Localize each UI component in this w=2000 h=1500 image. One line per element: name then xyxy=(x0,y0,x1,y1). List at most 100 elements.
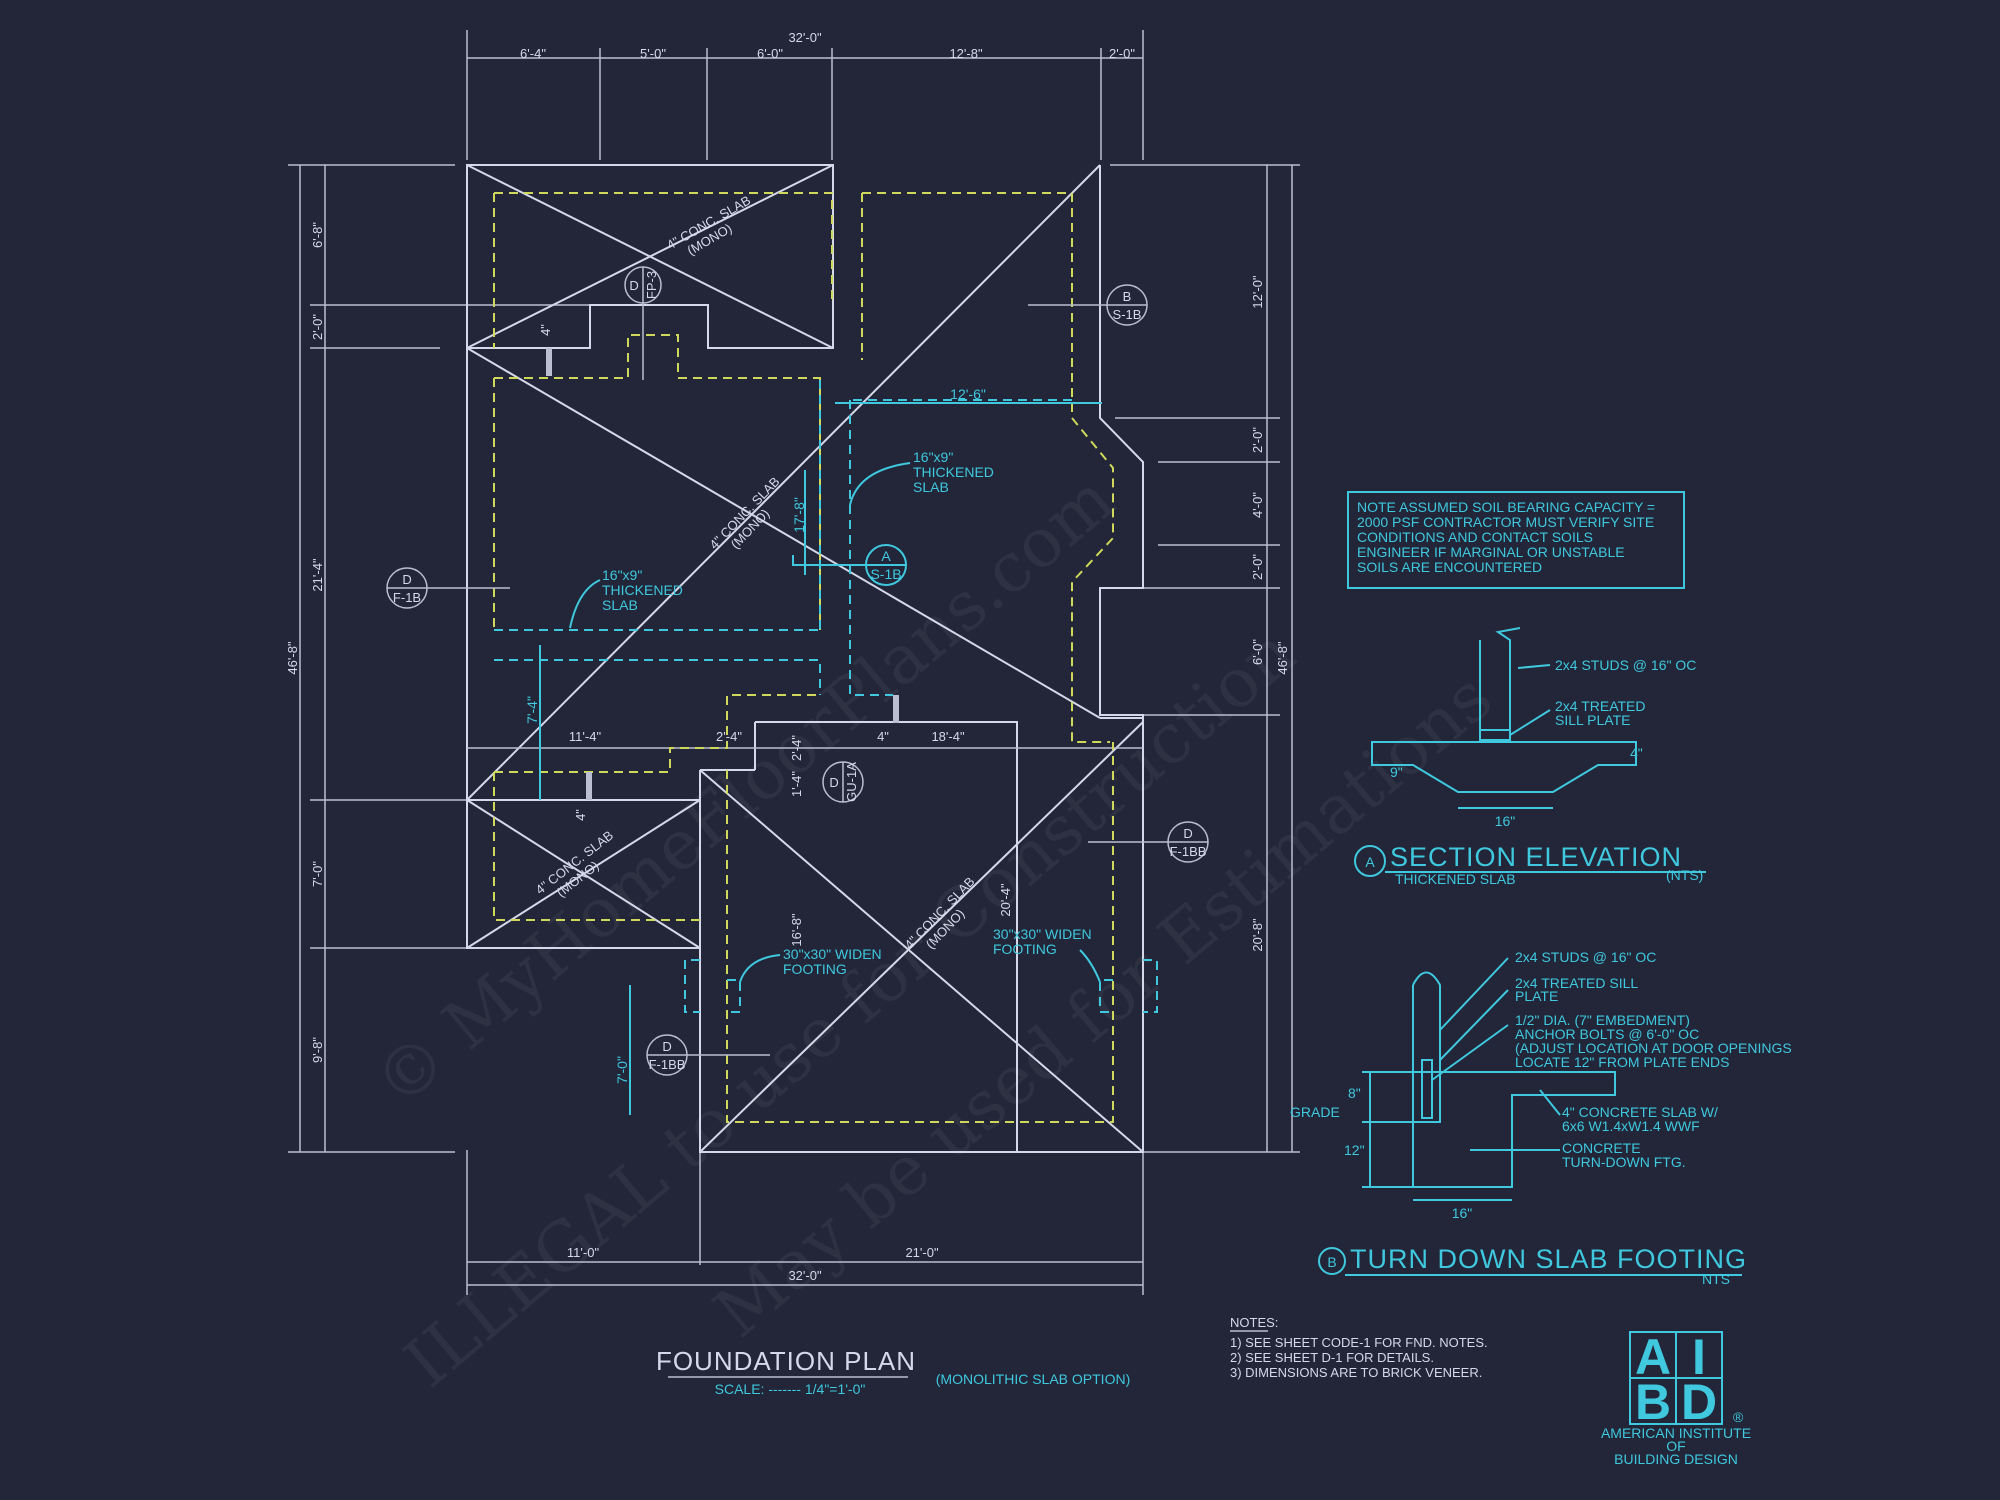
svg-text:D: D xyxy=(629,278,638,293)
dim-interior-16-8: 16'-8" xyxy=(789,913,804,947)
dim-left-5: 9'-8" xyxy=(310,1037,325,1063)
dim-interior-2-4-h: 2'-4" xyxy=(716,729,742,744)
thickened-label-2b: THICKENED xyxy=(602,582,683,598)
detail-tags: D FP-3 B S-1B D F-1B A S-1B D xyxy=(386,266,1209,1076)
svg-text:D: D xyxy=(1183,826,1192,841)
section-b-label-adjust: (ADJUST LOCATION AT DOOR OPENINGS xyxy=(1515,1040,1792,1056)
right-dimensions: 12'-0" 2'-0" 4'-0" 2'-0" 6'-0" 20'-8" 46… xyxy=(1110,164,1300,1153)
soil-note-line-2: 2000 PSF CONTRACTOR MUST VERIFY SITE xyxy=(1357,514,1654,530)
thickened-label-2c: SLAB xyxy=(602,597,638,613)
section-a-title: SECTION ELEVATION xyxy=(1390,842,1682,872)
thickened-label-1b: THICKENED xyxy=(913,464,994,480)
dim-interior-12-6: 12'-6" xyxy=(950,386,986,402)
dim-left-1: 6'-8" xyxy=(310,222,325,248)
note-3: 3) DIMENSIONS ARE TO BRICK VENEER. xyxy=(1230,1365,1482,1380)
logo-name-1: AMERICAN INSTITUTE xyxy=(1601,1425,1751,1441)
leader-line xyxy=(569,579,601,629)
thickened-label-1c: SLAB xyxy=(913,479,949,495)
interior-dimensions: 12'-6" 17'-8" 7'-4" 11'-4" 2'-4" 18'-4" … xyxy=(524,324,1102,1115)
svg-text:F-1BB: F-1BB xyxy=(1170,844,1207,859)
detail-tag-d-f1b[interactable]: D F-1B xyxy=(386,567,428,609)
dim-right-1: 12'-0" xyxy=(1250,275,1265,309)
leader-line xyxy=(849,462,911,506)
logo-letter-i: I xyxy=(1692,1329,1706,1385)
section-b-label-dia: 1/2" DIA. (7" EMBEDMENT) xyxy=(1515,1012,1690,1028)
thickened-label-1a: 16"x9" xyxy=(913,449,953,465)
detail-tag-b-s1b[interactable]: B S-1B xyxy=(1106,284,1148,326)
svg-text:D: D xyxy=(829,775,838,790)
svg-text:GU-1A: GU-1A xyxy=(844,762,859,802)
foundation-outline xyxy=(466,164,1144,1153)
dim-bottom-total: 32'-0" xyxy=(788,1268,822,1283)
svg-text:F-1BB: F-1BB xyxy=(649,1057,686,1072)
dim-interior-2-4-v: 2'-4" xyxy=(789,735,804,761)
plan-option: (MONOLITHIC SLAB OPTION) xyxy=(936,1371,1130,1387)
logo-name-2: OF xyxy=(1666,1438,1685,1454)
widen-footings xyxy=(684,959,1158,1013)
dim-right-5: 6'-0" xyxy=(1250,639,1265,665)
dim-top-2: 5'-0" xyxy=(640,46,666,61)
dim-interior-11-4: 11'-4" xyxy=(569,729,602,744)
dim-interior-4-a: 4" xyxy=(538,324,553,336)
note-1: 1) SEE SHEET CODE-1 FOR FND. NOTES. xyxy=(1230,1335,1488,1350)
dim-right-total: 46'-8" xyxy=(1275,641,1290,675)
soil-bearing-note: NOTE ASSUMED SOIL BEARING CAPACITY = 200… xyxy=(1347,491,1685,589)
dim-interior-7-0: 7'-0" xyxy=(614,1056,630,1084)
section-b-title: TURN DOWN SLAB FOOTING xyxy=(1350,1244,1747,1274)
svg-text:S-1B: S-1B xyxy=(1113,307,1142,322)
soil-note-line-5: SOILS ARE ENCOUNTERED xyxy=(1357,559,1542,575)
svg-text:F-1B: F-1B xyxy=(393,590,421,605)
plan-scale: SCALE: ------- 1/4"=1'-0" xyxy=(715,1381,866,1397)
widen-label-1a: 30"x30" WIDEN xyxy=(783,946,882,962)
soil-note-line-3: CONDITIONS AND CONTACT SOILS xyxy=(1357,529,1593,545)
section-b-label-16in: 16" xyxy=(1452,1205,1473,1221)
svg-text:D: D xyxy=(662,1039,671,1054)
section-a-subtitle: THICKENED SLAB xyxy=(1395,871,1516,887)
widen-label-2a: 30"x30" WIDEN xyxy=(993,926,1092,942)
section-b-nts: NTS xyxy=(1702,1271,1730,1287)
section-b-label-plate: PLATE xyxy=(1515,988,1558,1004)
section-b-label-anchor: ANCHOR BOLTS @ 6'-0" OC xyxy=(1515,1026,1699,1042)
hatch-mark xyxy=(586,772,592,800)
section-a-label-studs: 2x4 STUDS @ 16" OC xyxy=(1555,657,1696,673)
plan-title: FOUNDATION PLAN xyxy=(656,1346,916,1376)
section-a-label-9in: 9" xyxy=(1390,764,1403,780)
left-dimensions: 6'-8" 2'-0" 21'-4" 7'-0" 9'-8" 46'-8" xyxy=(285,164,590,1153)
section-b-label-treated: 2x4 TREATED SILL xyxy=(1515,975,1638,991)
section-b-label-grade: GRADE xyxy=(1290,1104,1340,1120)
dim-right-4: 2'-0" xyxy=(1250,554,1265,580)
soil-note-box xyxy=(1347,491,1685,589)
general-notes: NOTES: 1) SEE SHEET CODE-1 FOR FND. NOTE… xyxy=(1230,1315,1488,1380)
detail-tag-d-f1bb-left[interactable]: D F-1BB xyxy=(646,1034,688,1076)
dim-interior-7-4: 7'-4" xyxy=(524,696,540,724)
dim-right-3: 4'-0" xyxy=(1250,492,1265,518)
logo-registered-mark: ® xyxy=(1733,1409,1744,1425)
section-a-nts: (NTS) xyxy=(1666,867,1703,883)
bottom-dimensions: 11'-0" 21'-0" 32'-0" xyxy=(466,1150,1144,1295)
dim-top-5: 2'-0" xyxy=(1109,46,1135,61)
aibd-logo: A I B D ® AMERICAN INSTITUTE OF BUILDING… xyxy=(1601,1329,1751,1467)
section-b-label-8in: 8" xyxy=(1348,1085,1361,1101)
leader-line xyxy=(739,954,781,983)
detail-tag-d-gu1a[interactable]: D GU-1A xyxy=(822,761,864,803)
leader-line xyxy=(1079,949,1101,983)
logo-letter-a: A xyxy=(1635,1329,1671,1385)
dim-interior-4-b: 4" xyxy=(877,729,889,744)
detail-tag-a-s1b[interactable]: A S-1B xyxy=(865,544,907,586)
detail-tag-d-fp3[interactable]: D FP-3 xyxy=(624,266,662,304)
soil-note-line-1: NOTE ASSUMED SOIL BEARING CAPACITY = xyxy=(1357,499,1655,515)
section-b-letter: B xyxy=(1327,1254,1336,1270)
logo-letter-d: D xyxy=(1681,1374,1717,1430)
plan-title-block: FOUNDATION PLAN SCALE: ------- 1/4"=1'-0… xyxy=(656,1346,1130,1397)
dim-bottom-1: 11'-0" xyxy=(567,1245,600,1260)
detail-tag-d-f1bb-right[interactable]: D F-1BB xyxy=(1167,821,1209,863)
dim-interior-20-4: 20'-4" xyxy=(998,883,1013,917)
note-2: 2) SEE SHEET D-1 FOR DETAILS. xyxy=(1230,1350,1434,1365)
section-b-label-wwf: 6x6 W1.4xW1.4 WWF xyxy=(1562,1118,1700,1134)
notes-heading: NOTES: xyxy=(1230,1315,1278,1330)
section-a-detail: 2x4 STUDS @ 16" OC 2x4 TREATED SILL PLAT… xyxy=(1354,627,1706,887)
section-a-label-treated: 2x4 TREATED xyxy=(1555,698,1646,714)
svg-text:D: D xyxy=(402,572,411,587)
thickened-slab-lines xyxy=(494,380,1072,696)
